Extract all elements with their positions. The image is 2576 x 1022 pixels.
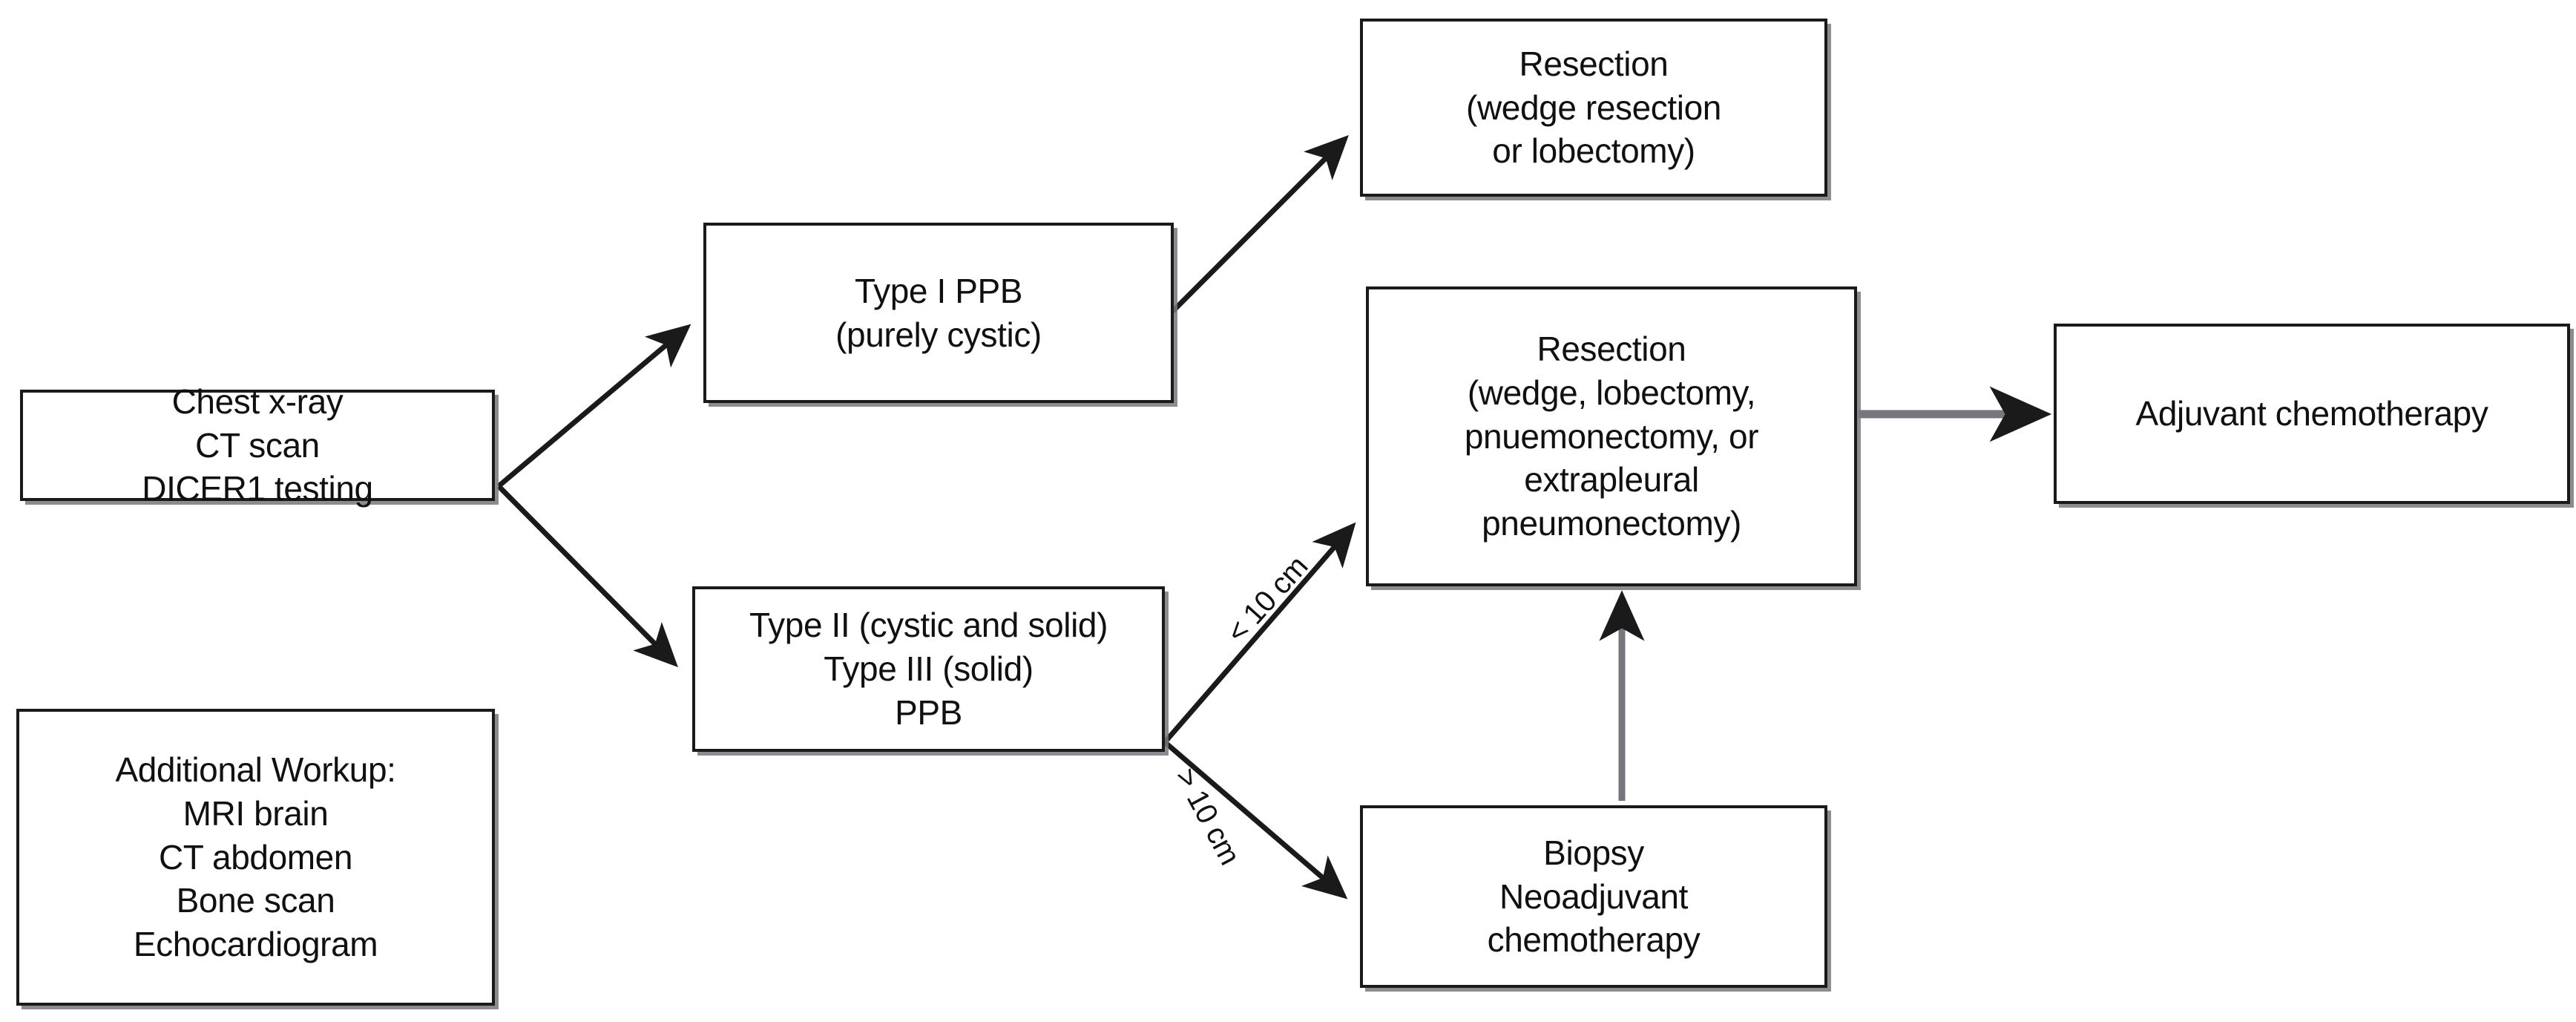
type-i-ppb-box[interactable]: Type I PPB (purely cystic) <box>703 223 1174 403</box>
adjuvant-chemotherapy-text: Adjuvant chemotherapy <box>2057 392 2567 436</box>
adjuvant-chemotherapy-line-1: Adjuvant chemotherapy <box>2135 394 2488 433</box>
initial-workup-box[interactable]: Chest x-ray CT scan DICER1 testing <box>20 382 495 508</box>
arrow-type-i-to-resection-wedge <box>1170 135 1349 314</box>
resection-extended-line-3: pnuemonectomy, or <box>1464 416 1759 456</box>
arrow-initial-to-type-i <box>496 324 691 488</box>
additional-workup-line-5: Echocardiogram <box>133 925 378 964</box>
adjuvant-chemotherapy-box[interactable]: Adjuvant chemotherapy <box>2054 324 2570 504</box>
edge-label-less-than-10cm: < 10 cm <box>1220 550 1315 649</box>
resection-extended-line-2: (wedge, lobectomy, <box>1467 373 1756 412</box>
initial-workup-line-2: CT scan <box>195 425 320 465</box>
biopsy-line-1: Biopsy <box>1543 833 1644 872</box>
resection-extended-line-4: extrapleural <box>1524 460 1699 499</box>
type-i-ppb-line-1: Type I PPB <box>854 271 1023 310</box>
resection-extended-line-1: Resection <box>1537 329 1686 368</box>
type-ii-iii-ppb-line-3: PPB <box>895 692 962 732</box>
arrow-initial-to-type-ii-iii <box>496 484 678 667</box>
additional-workup-line-3: CT abdomen <box>158 837 353 877</box>
additional-workup-line-4: Bone scan <box>176 881 335 920</box>
type-ii-iii-ppb-text: Type II (cystic and solid) Type III (sol… <box>695 603 1162 735</box>
additional-workup-line-1: Additional Workup: <box>115 750 396 789</box>
initial-workup-line-3: DICER1 testing <box>142 469 373 508</box>
initial-workup-line-1: Chest x-ray <box>171 381 344 421</box>
type-ii-iii-ppb-line-2: Type III (solid) <box>824 649 1034 689</box>
resection-wedge-text: Resection (wedge resection or lobectomy) <box>1363 42 1824 174</box>
resection-wedge-line-3: or lobectomy) <box>1492 131 1695 171</box>
type-ii-iii-ppb-box[interactable]: Type II (cystic and solid) Type III (sol… <box>692 586 1165 752</box>
resection-extended-text: Resection (wedge, lobectomy, pnuemonecto… <box>1369 327 1854 546</box>
type-i-ppb-line-2: (purely cystic) <box>835 315 1042 354</box>
resection-wedge-line-2: (wedge resection <box>1466 88 1721 127</box>
additional-workup-text: Additional Workup: MRI brain CT abdomen … <box>19 748 492 966</box>
resection-wedge-or-lobectomy-box[interactable]: Resection (wedge resection or lobectomy) <box>1360 19 1827 197</box>
resection-extended-box[interactable]: Resection (wedge, lobectomy, pnuemonecto… <box>1366 286 1857 586</box>
additional-workup-box[interactable]: Additional Workup: MRI brain CT abdomen … <box>16 709 495 1006</box>
type-i-ppb-text: Type I PPB (purely cystic) <box>706 269 1171 357</box>
biopsy-neoadjuvant-text: Biopsy Neoadjuvant chemotherapy <box>1363 831 1824 963</box>
biopsy-neoadjuvant-chemotherapy-box[interactable]: Biopsy Neoadjuvant chemotherapy <box>1360 805 1827 988</box>
type-ii-iii-ppb-line-1: Type II (cystic and solid) <box>749 606 1108 645</box>
resection-extended-line-5: pneumonectomy) <box>1482 504 1741 543</box>
biopsy-line-3: chemotherapy <box>1487 920 1701 960</box>
additional-workup-line-2: MRI brain <box>183 793 329 833</box>
initial-workup-text: Chest x-ray CT scan DICER1 testing <box>23 380 492 511</box>
resection-wedge-line-1: Resection <box>1519 44 1669 83</box>
edge-label-greater-than-10cm: > 10 cm <box>1169 763 1246 871</box>
biopsy-line-2: Neoadjuvant <box>1499 877 1688 916</box>
